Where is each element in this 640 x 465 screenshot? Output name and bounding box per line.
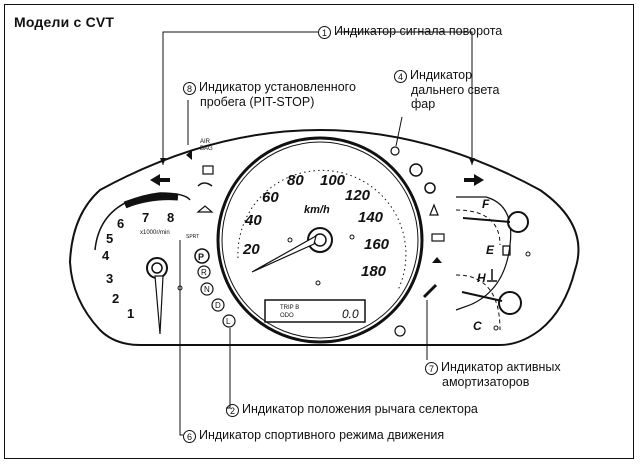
- speed-mark: 80: [287, 172, 304, 189]
- oil-pressure-icon: [197, 182, 213, 187]
- gear-n: N: [204, 285, 210, 294]
- callout-text: дальнего света: [411, 83, 500, 97]
- callout-text: Индикатор установленного: [199, 80, 356, 94]
- warning-lights: AIR BAG SPRT: [186, 139, 445, 299]
- brake-warning-icon: [409, 163, 423, 177]
- active-suspension-icon: [422, 283, 438, 299]
- callout-number: 1: [318, 26, 331, 39]
- high-beam-icon: [390, 146, 400, 156]
- gear-position-indicators: P R N D L: [194, 248, 236, 328]
- speed-mark: 140: [358, 209, 384, 226]
- gear-l: L: [226, 317, 231, 326]
- gear-d: D: [215, 301, 221, 310]
- fuel-pump-icon: [502, 245, 511, 256]
- callout-leaders: [162, 31, 473, 436]
- tach-mark: 4: [102, 248, 110, 263]
- gear-p: P: [198, 252, 204, 262]
- leader-sport: [179, 240, 183, 436]
- temp-cold-label: C: [473, 319, 482, 333]
- tach-mark: 8: [167, 210, 174, 225]
- tach-mark: 7: [142, 210, 149, 225]
- airbag-label: BAG: [200, 146, 213, 152]
- leader-turn-left: [162, 31, 318, 165]
- fuel-full-label: F: [482, 197, 490, 211]
- odometer-value: 0.0: [342, 307, 359, 321]
- tach-needle: [154, 275, 164, 335]
- seatbelt-icon: [429, 203, 439, 216]
- fuel-empty-label: E: [486, 243, 495, 257]
- callout-text: Индикатор сигнала поворота: [334, 24, 503, 38]
- callout-text: фар: [411, 97, 436, 111]
- airbag-label: AIR: [200, 139, 211, 145]
- speedometer: 20 40 60 80 100 120 140 160 180 km/h TRI…: [216, 136, 424, 344]
- fuel-temp-gauges: F E H C: [455, 196, 531, 333]
- callout-text: Индикатор положения рычага селектора: [242, 402, 478, 416]
- traction-icon: [432, 257, 442, 263]
- speed-mark: 180: [361, 263, 387, 280]
- odometer-display: [264, 299, 366, 323]
- callout-text: Индикатор спортивного режима движения: [199, 428, 445, 442]
- callout-number: 2: [226, 404, 239, 417]
- odometer-odo-label: ODO: [280, 313, 294, 319]
- speed-mark: 120: [345, 187, 371, 204]
- gear-r: R: [201, 268, 207, 277]
- speed-mark: 20: [242, 241, 260, 258]
- pit-stop-icon: [186, 150, 192, 160]
- tachometer: 1 2 3 4 5 6 7 8 x1000r/min: [94, 192, 191, 335]
- abs-icon: [424, 182, 436, 194]
- speed-unit: km/h: [304, 204, 330, 216]
- leader-turn-right: [337, 31, 473, 165]
- speed-mark: 40: [244, 212, 262, 229]
- tach-mark: 3: [106, 271, 113, 286]
- tach-mark: 2: [112, 291, 119, 306]
- tach-mark: 5: [106, 231, 113, 246]
- leader-gear: [226, 328, 231, 409]
- right-turn-arrow: [464, 174, 484, 186]
- temp-hot-label: H: [477, 271, 486, 285]
- tach-unit: x1000r/min: [140, 230, 170, 236]
- cluster-outline: [68, 128, 580, 346]
- odometer-trip-label: TRIP B: [280, 305, 299, 311]
- speed-mark: 60: [262, 189, 279, 206]
- callout-text: Индикатор: [410, 68, 473, 82]
- battery-icon: [431, 233, 445, 242]
- figure-frame: [4, 4, 634, 459]
- speed-mark: 100: [320, 172, 346, 189]
- tach-mark: 6: [117, 216, 124, 231]
- callout-text: пробега (PIT-STOP): [200, 95, 315, 109]
- door-open-icon: [196, 205, 214, 213]
- engine-check-icon: [202, 165, 214, 175]
- speed-mark: 160: [364, 236, 390, 253]
- callout-text: амортизаторов: [442, 375, 530, 389]
- figure-title: Модели с CVT: [14, 14, 115, 30]
- tach-mark: 1: [127, 306, 134, 321]
- coolant-temp-icon: [487, 269, 497, 282]
- leader-high-beam: [395, 116, 403, 147]
- tach-redline: [123, 193, 179, 209]
- left-turn-arrow: [150, 174, 170, 186]
- callout-number: 6: [183, 430, 196, 443]
- sport-label: SPRT: [186, 234, 199, 240]
- speed-needle: [251, 234, 317, 273]
- callout-text: Индикатор активных: [441, 360, 561, 374]
